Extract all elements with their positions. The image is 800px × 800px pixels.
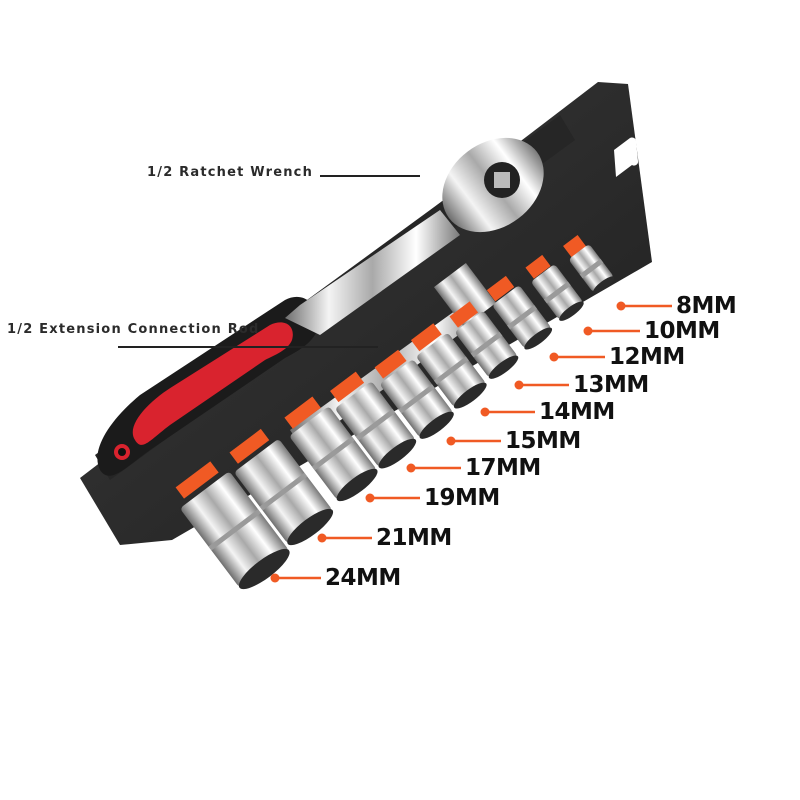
socket-size-label: 12MM	[609, 344, 685, 370]
size-marker-dot	[549, 352, 559, 362]
socket-14mm	[410, 323, 487, 409]
ratchet-leader-line	[320, 175, 420, 177]
socket-size-label: 19MM	[424, 485, 500, 511]
size-marker-dot	[616, 301, 626, 311]
socket-size-label: 8MM	[676, 293, 737, 319]
size-marker-dot	[270, 573, 280, 583]
size-marker-dot	[446, 436, 456, 446]
socket-10mm	[525, 254, 584, 321]
size-marker-dot	[583, 326, 593, 336]
socket-size-label: 15MM	[505, 428, 581, 454]
socket-8mm	[563, 235, 615, 294]
socket-17mm	[330, 371, 417, 469]
size-marker-dot	[480, 407, 490, 417]
socket-size-label: 17MM	[465, 455, 541, 481]
socket-15mm	[374, 349, 454, 439]
socket-size-label: 14MM	[539, 399, 615, 425]
extension-leader-line	[118, 346, 378, 348]
socket-size-label: 21MM	[376, 525, 452, 551]
socket-24mm	[175, 461, 290, 590]
size-marker-dot	[514, 380, 524, 390]
size-marker-dot	[365, 493, 375, 503]
size-marker-dot	[406, 463, 416, 473]
socket-21mm	[229, 428, 334, 546]
ratchet-wrench	[97, 137, 544, 476]
socket-size-label: 24MM	[325, 565, 401, 591]
extension-rod-label: 1/2 Extension Connection Rod	[7, 322, 260, 337]
hang-slot	[614, 137, 639, 177]
ratchet-wrench-label: 1/2 Ratchet Wrench	[147, 165, 314, 180]
socket-12mm	[486, 275, 553, 350]
size-marker-dot	[317, 533, 327, 543]
socket-size-label: 10MM	[644, 318, 720, 344]
socket-size-label: 13MM	[573, 372, 649, 398]
socket-13mm	[449, 301, 519, 379]
socket-19mm	[284, 396, 378, 502]
